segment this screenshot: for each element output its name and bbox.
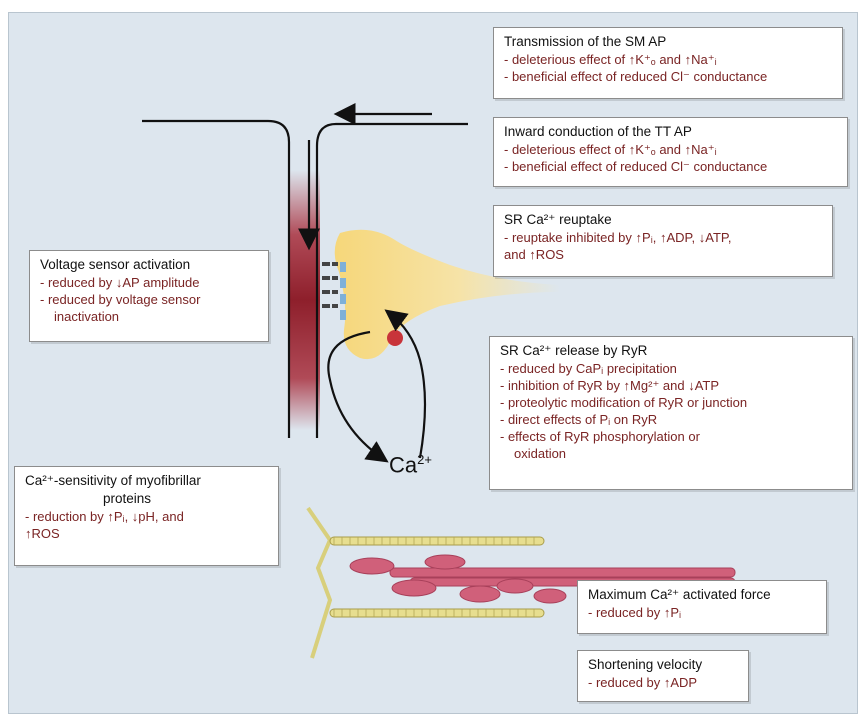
sr-reuptake-line-2: and ↑ROS xyxy=(504,246,822,263)
voltage-sensors xyxy=(322,262,338,308)
ca-sensitivity-title-2: proteins xyxy=(25,490,268,508)
shortening-line-1: - reduced by ↑ADP xyxy=(588,674,738,691)
sm-ap-line-1: - deleterious effect of ↑K⁺ₒ and ↑Na⁺ᵢ xyxy=(504,51,832,68)
ryr-site-dot xyxy=(387,330,403,346)
sr-reuptake-title: SR Ca²⁺ reuptake xyxy=(504,211,822,229)
tt-ap-box: Inward conduction of the TT AP - deleter… xyxy=(493,117,848,187)
voltage-sensor-line-2: - reduced by voltage sensor xyxy=(40,291,258,308)
ca-sensitivity-line-1: - reduction by ↑Pᵢ, ↓pH, and xyxy=(25,508,268,525)
ca-sensitivity-line-2: ↑ROS xyxy=(25,525,268,542)
sm-ap-title: Transmission of the SM AP xyxy=(504,33,832,51)
sr-release-line-6: oxidation xyxy=(500,445,842,462)
sr-release-line-5: - effects of RyR phosphorylation or xyxy=(500,428,842,445)
voltage-sensor-line-1: - reduced by ↓AP amplitude xyxy=(40,274,258,291)
sr-release-title: SR Ca²⁺ release by RyR xyxy=(500,342,842,360)
ca-ion-base: Ca xyxy=(389,452,417,477)
sr-release-line-2: - inhibition of RyR by ↑Mg²⁺ and ↓ATP xyxy=(500,377,842,394)
sr-release-line-3: - proteolytic modification of RyR or jun… xyxy=(500,394,842,411)
ca-sensitivity-title-1: Ca²⁺-sensitivity of myofibrillar xyxy=(25,472,268,490)
voltage-sensor-box: Voltage sensor activation - reduced by ↓… xyxy=(29,250,269,342)
max-force-line-1: - reduced by ↑Pᵢ xyxy=(588,604,816,621)
sr-reuptake-box: SR Ca²⁺ reuptake - reuptake inhibited by… xyxy=(493,205,833,277)
tt-ap-title: Inward conduction of the TT AP xyxy=(504,123,837,141)
sm-ap-box: Transmission of the SM AP - deleterious … xyxy=(493,27,843,99)
max-force-box: Maximum Ca²⁺ activated force - reduced b… xyxy=(577,580,827,634)
voltage-sensor-title: Voltage sensor activation xyxy=(40,256,258,274)
z-disc xyxy=(308,508,330,658)
sr-release-line-1: - reduced by CaPᵢ precipitation xyxy=(500,360,842,377)
ca-sensitivity-box: Ca²⁺-sensitivity of myofibrillar protein… xyxy=(14,466,279,566)
shortening-box: Shortening velocity - reduced by ↑ADP xyxy=(577,650,749,702)
sr-release-line-4: - direct effects of Pᵢ on RyR xyxy=(500,411,842,428)
t-tubule-lumen xyxy=(290,170,320,430)
max-force-title: Maximum Ca²⁺ activated force xyxy=(588,586,816,604)
sm-ap-line-2: - beneficial effect of reduced Cl⁻ condu… xyxy=(504,68,832,85)
tt-ap-line-1: - deleterious effect of ↑K⁺ₒ and ↑Na⁺ᵢ xyxy=(504,141,837,158)
voltage-sensor-line-3: inactivation xyxy=(40,308,258,325)
ca-ion-label: Ca2+ xyxy=(389,452,432,478)
sr-reuptake-line-1: - reuptake inhibited by ↑Pᵢ, ↑ADP, ↓ATP, xyxy=(504,229,822,246)
ca-ion-charge: 2+ xyxy=(417,452,432,467)
shortening-title: Shortening velocity xyxy=(588,656,738,674)
tt-ap-line-2: - beneficial effect of reduced Cl⁻ condu… xyxy=(504,158,837,175)
sr-release-box: SR Ca²⁺ release by RyR - reduced by CaPᵢ… xyxy=(489,336,853,490)
